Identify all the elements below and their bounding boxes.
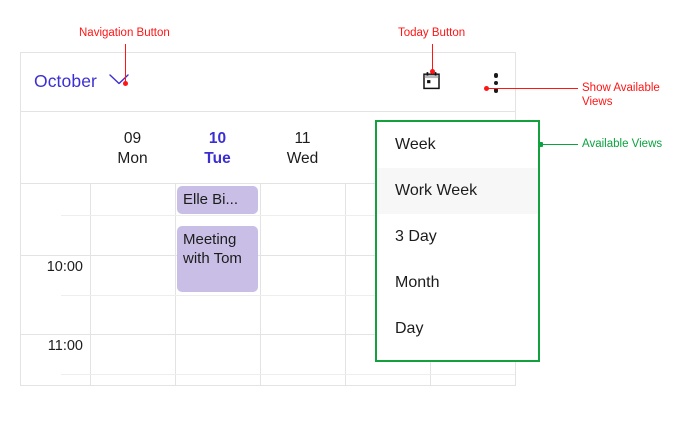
navigation-button[interactable]: October (34, 67, 130, 97)
kebab-dot-2 (493, 80, 499, 86)
annotation-available-views: Available Views (582, 138, 663, 150)
annotation-dot-available-views (538, 141, 543, 147)
annotation-today-button: Today Button (398, 27, 466, 39)
today-button[interactable] (418, 70, 444, 96)
time-label-11: 11:00 (47, 338, 83, 354)
annotation-dot-show-views (484, 86, 489, 91)
day-header-row: 09 Mon 10 Tue 11 Wed (21, 112, 515, 184)
kebab-dot-3 (493, 88, 499, 93)
grid-hour-line-10 (21, 255, 515, 256)
annotation-navigation-button: Navigation Button (79, 27, 170, 39)
view-menu-item-3-day[interactable]: 3 Day (395, 228, 437, 245)
month-label: October (34, 71, 97, 92)
day-number: 09 (123, 130, 142, 147)
annotation-leader-today (432, 44, 434, 72)
grid-halfhour-line-2 (61, 374, 515, 375)
chevron-down-icon (108, 73, 130, 91)
time-label-10: 10:00 (46, 259, 83, 275)
calendar-event-meeting[interactable]: Meeting with Tom (177, 226, 258, 292)
annotation-leader-available-views (543, 143, 578, 145)
grid-vline-1 (175, 184, 176, 385)
day-header-cell-0[interactable]: 09 Mon (90, 112, 175, 183)
grid-vline-0 (90, 184, 91, 385)
day-header-gutter (21, 112, 90, 183)
grid-halfhour-line-1 (61, 295, 515, 296)
calendar-event-elle[interactable]: Elle Bi... (177, 186, 258, 214)
day-name: Mon (117, 149, 148, 167)
view-menu-item-work-week[interactable]: Work Week (377, 168, 538, 214)
calendar-today-icon (422, 71, 441, 95)
view-menu-item-week[interactable]: Week (395, 136, 436, 153)
grid-hour-line-11 (21, 334, 515, 335)
show-available-views-button[interactable] (483, 70, 509, 96)
annotation-dot-navigation (122, 81, 128, 86)
grid-vline-2 (260, 184, 261, 385)
view-menu-item-day[interactable]: Day (395, 320, 424, 337)
annotation-leader-navigation (125, 44, 127, 84)
day-header-cell-1[interactable]: 10 Tue (175, 112, 260, 183)
day-name: Tue (204, 149, 231, 167)
available-views-menu[interactable]: Week Work Week 3 Day Month Day (375, 120, 540, 362)
annotation-leader-show-views (486, 88, 578, 90)
grid-vline-3 (345, 184, 346, 385)
grid-halfhour-line-0 (61, 215, 515, 216)
annotation-dot-today (429, 69, 435, 74)
day-number: 11 (294, 130, 311, 147)
day-number: 10 (208, 130, 227, 147)
view-menu-item-month[interactable]: Month (395, 274, 440, 291)
day-name: Wed (286, 149, 319, 167)
calendar-toolbar: October (21, 53, 515, 112)
kebab-dot-1 (493, 73, 499, 78)
annotation-show-available-views: Show Available Views (582, 82, 660, 108)
day-header-cell-2[interactable]: 11 Wed (260, 112, 345, 183)
